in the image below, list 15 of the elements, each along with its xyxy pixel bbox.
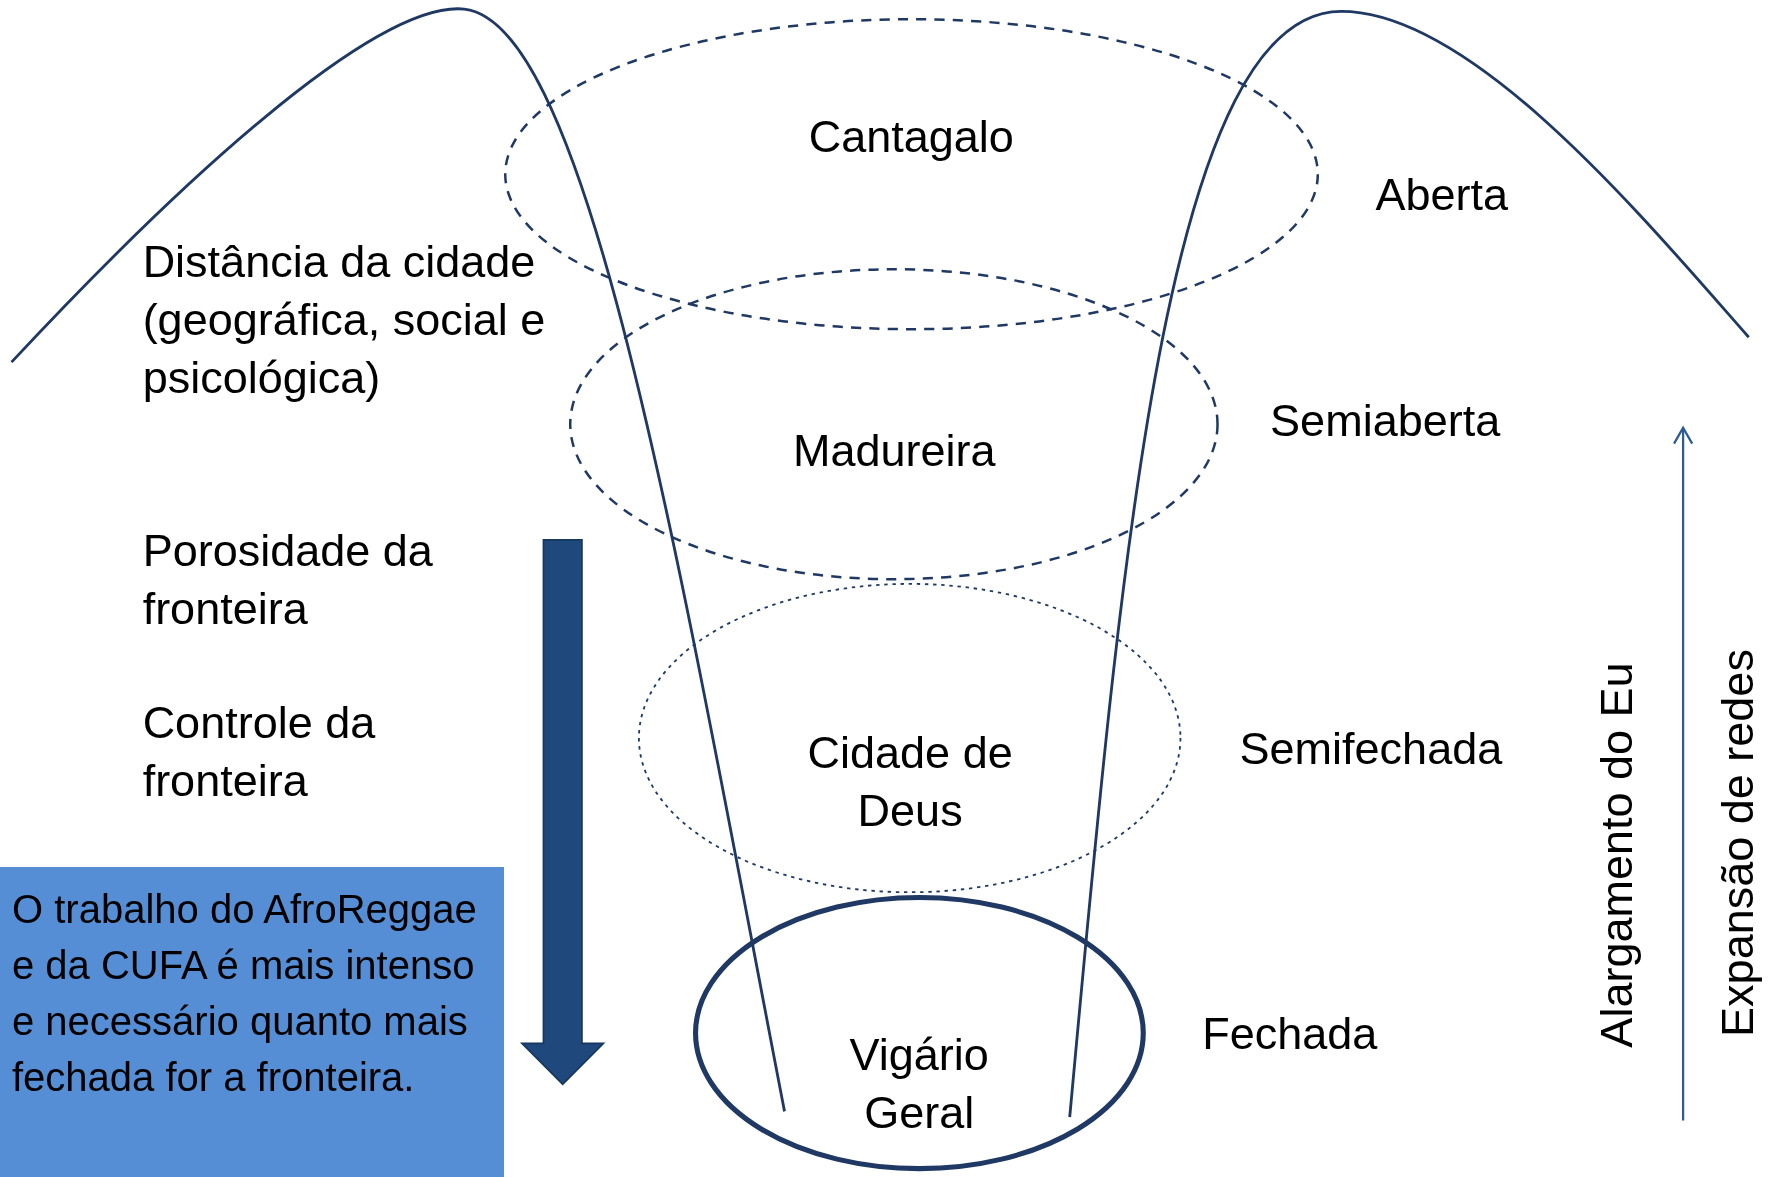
level-label: Aberta — [1375, 167, 1508, 222]
ellipse-label: Madureira — [791, 423, 997, 478]
side-text: Controle da fronteira — [142, 695, 377, 808]
axis-label: Expansão de redes — [1710, 649, 1764, 1038]
level-label: Semifechada — [1239, 722, 1503, 777]
ellipse-label: Cidade de Deus — [806, 726, 1014, 839]
ellipse-label: Vigário Geral — [848, 1028, 990, 1141]
text-panel — [0, 867, 504, 1177]
level-label: Semiaberta — [1270, 394, 1501, 449]
side-text: Distância da cidade (geográfica, social e psicológica) — [142, 235, 547, 406]
side-text: Porosidade da fronteira — [142, 523, 434, 636]
ellipse-label: Cantagalo — [807, 109, 1015, 164]
panel-text: O trabalho do AfroReggae e da CUFA é mais intenso e necessário quanto mais fechada for a fronteira. — [12, 886, 478, 1102]
level-label: Fechada — [1202, 1006, 1378, 1061]
axis-label: Alargamento do Eu — [1589, 662, 1643, 1048]
